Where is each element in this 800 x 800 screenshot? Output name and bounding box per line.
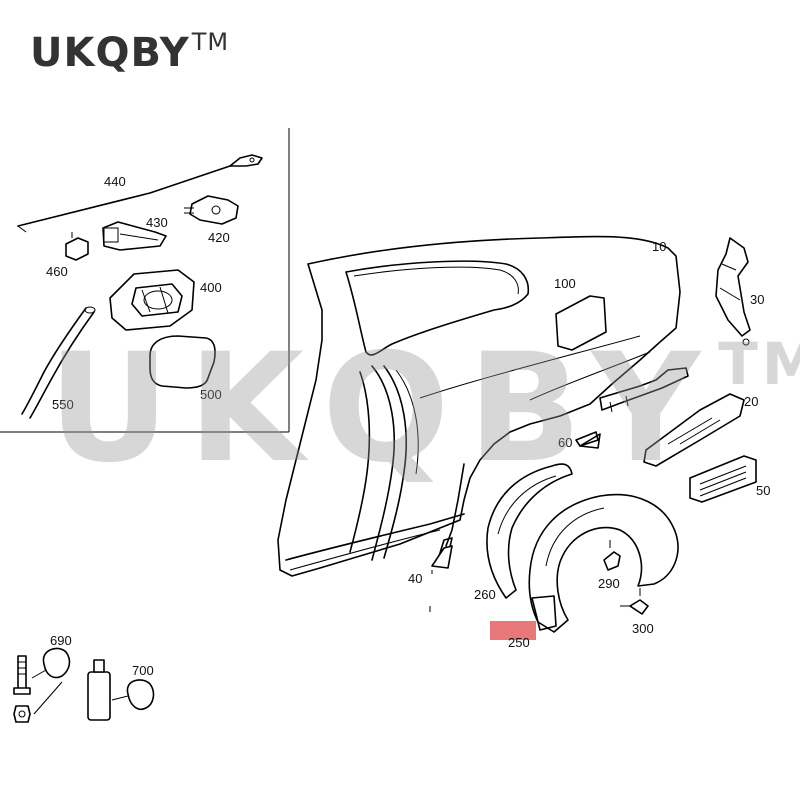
part-440-release-cable	[17, 154, 263, 233]
callout-550: 550	[52, 397, 74, 412]
part-400-filler-housing	[109, 269, 195, 331]
callout-290: 290	[598, 576, 620, 591]
callout-40: 40	[408, 571, 422, 586]
callout-430: 430	[146, 215, 168, 230]
highlight-marker	[490, 621, 536, 640]
callout-20: 20	[744, 394, 758, 409]
callout-10: 10	[652, 239, 666, 254]
part-460-clip	[65, 232, 89, 261]
part-100-fuel-door	[555, 295, 607, 351]
callout-260: 260	[474, 587, 496, 602]
callout-500: 500	[200, 387, 222, 402]
callout-690: 690	[50, 633, 72, 648]
part-290-clip	[603, 540, 621, 571]
watermark-name: UKQBY	[48, 322, 719, 496]
part-20-inner-panel	[643, 393, 745, 467]
brand-trademark: TM	[191, 28, 230, 56]
part-60-fastener	[579, 433, 601, 449]
part-420-actuator	[184, 195, 239, 225]
callout-420: 420	[208, 230, 230, 245]
part-700-sealant-tube	[87, 659, 155, 721]
brand-name: UKQBY	[30, 30, 190, 76]
part-10-quarter-panel	[277, 235, 689, 577]
callout-700: 700	[132, 663, 154, 678]
callout-460: 460	[46, 264, 68, 279]
watermark: UKQBYTM	[48, 322, 800, 496]
part-260-arch-liner	[486, 463, 573, 599]
callout-100: 100	[554, 276, 576, 291]
callout-400: 400	[200, 280, 222, 295]
callout-300: 300	[632, 621, 654, 636]
callout-50: 50	[756, 483, 770, 498]
part-40-bracket	[431, 545, 453, 569]
brand-logo: UKQBYTM	[30, 28, 230, 76]
part-550-drain-hose	[21, 306, 96, 419]
callout-440: 440	[104, 174, 126, 189]
part-50-vent-grille	[689, 455, 757, 503]
part-500-fuel-flap	[149, 335, 216, 389]
part-300-push-rivet	[620, 588, 649, 615]
part-30-tail-bracket	[715, 237, 751, 346]
callout-60: 60	[558, 435, 572, 450]
watermark-trademark: TM	[718, 330, 800, 398]
part-690-bolt-set	[13, 647, 71, 723]
callout-250: 250	[508, 635, 530, 650]
callout-30: 30	[750, 292, 764, 307]
part-430-bracket	[102, 221, 167, 251]
part-250-housing-liner	[528, 493, 679, 633]
